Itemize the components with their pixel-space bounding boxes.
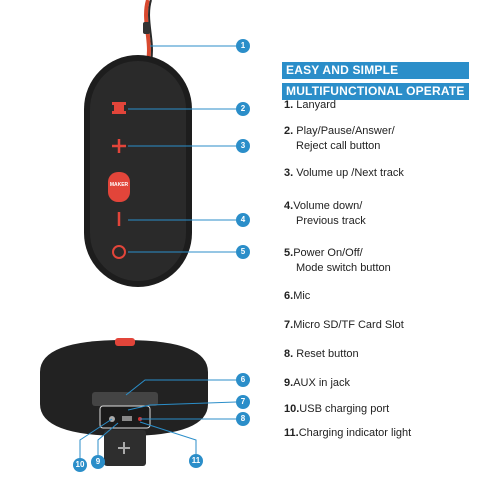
feature-item-4: 4.Volume down/ Previous track [284,200,366,227]
callout-8: 8 [236,412,250,426]
feature-item-7: 7.Micro SD/TF Card Slot [284,319,404,331]
feature-item-1: 1. Lanyard [284,99,336,111]
feature-item-3: 3. Volume up /Next track [284,167,404,179]
header-line-1: EASY AND SIMPLE [282,62,469,79]
callout-6: 6 [236,373,250,387]
maker-button-shape [108,172,130,202]
callout-3: 3 [236,139,250,153]
feature-item-11: 11.Charging indicator light [284,427,412,439]
feature-item-2: 2. Play/Pause/Answer/ Reject call button [284,125,395,152]
callout-9: 9 [91,455,105,469]
feature-item-10: 10.USB charging port [284,403,390,415]
callout-2: 2 [236,102,250,116]
power-button-shape [112,245,126,259]
callout-1: 1 [236,39,250,53]
feature-item-8: 8. Reset button [284,348,359,360]
play-pause-button-shape [114,102,124,114]
feature-item-9: 9.AUX in jack [284,377,351,389]
callout-4: 4 [236,213,250,227]
maker-button-label: MAKER [109,182,129,188]
feature-header: EASY AND SIMPLE MULTIFUNCTIONAL OPERATE [282,62,469,104]
speaker-side-body [40,340,208,436]
callout-11: 11 [189,454,203,468]
lanyard-clip [143,22,150,34]
feature-item-6: 6.Mic [284,290,311,302]
callout-7: 7 [236,395,250,409]
feature-item-5: 5.Power On/Off/ Mode switch button [284,247,391,274]
header-line-2: MULTIFUNCTIONAL OPERATE [282,83,469,100]
callout-10: 10 [73,458,87,472]
callout-5: 5 [236,245,250,259]
